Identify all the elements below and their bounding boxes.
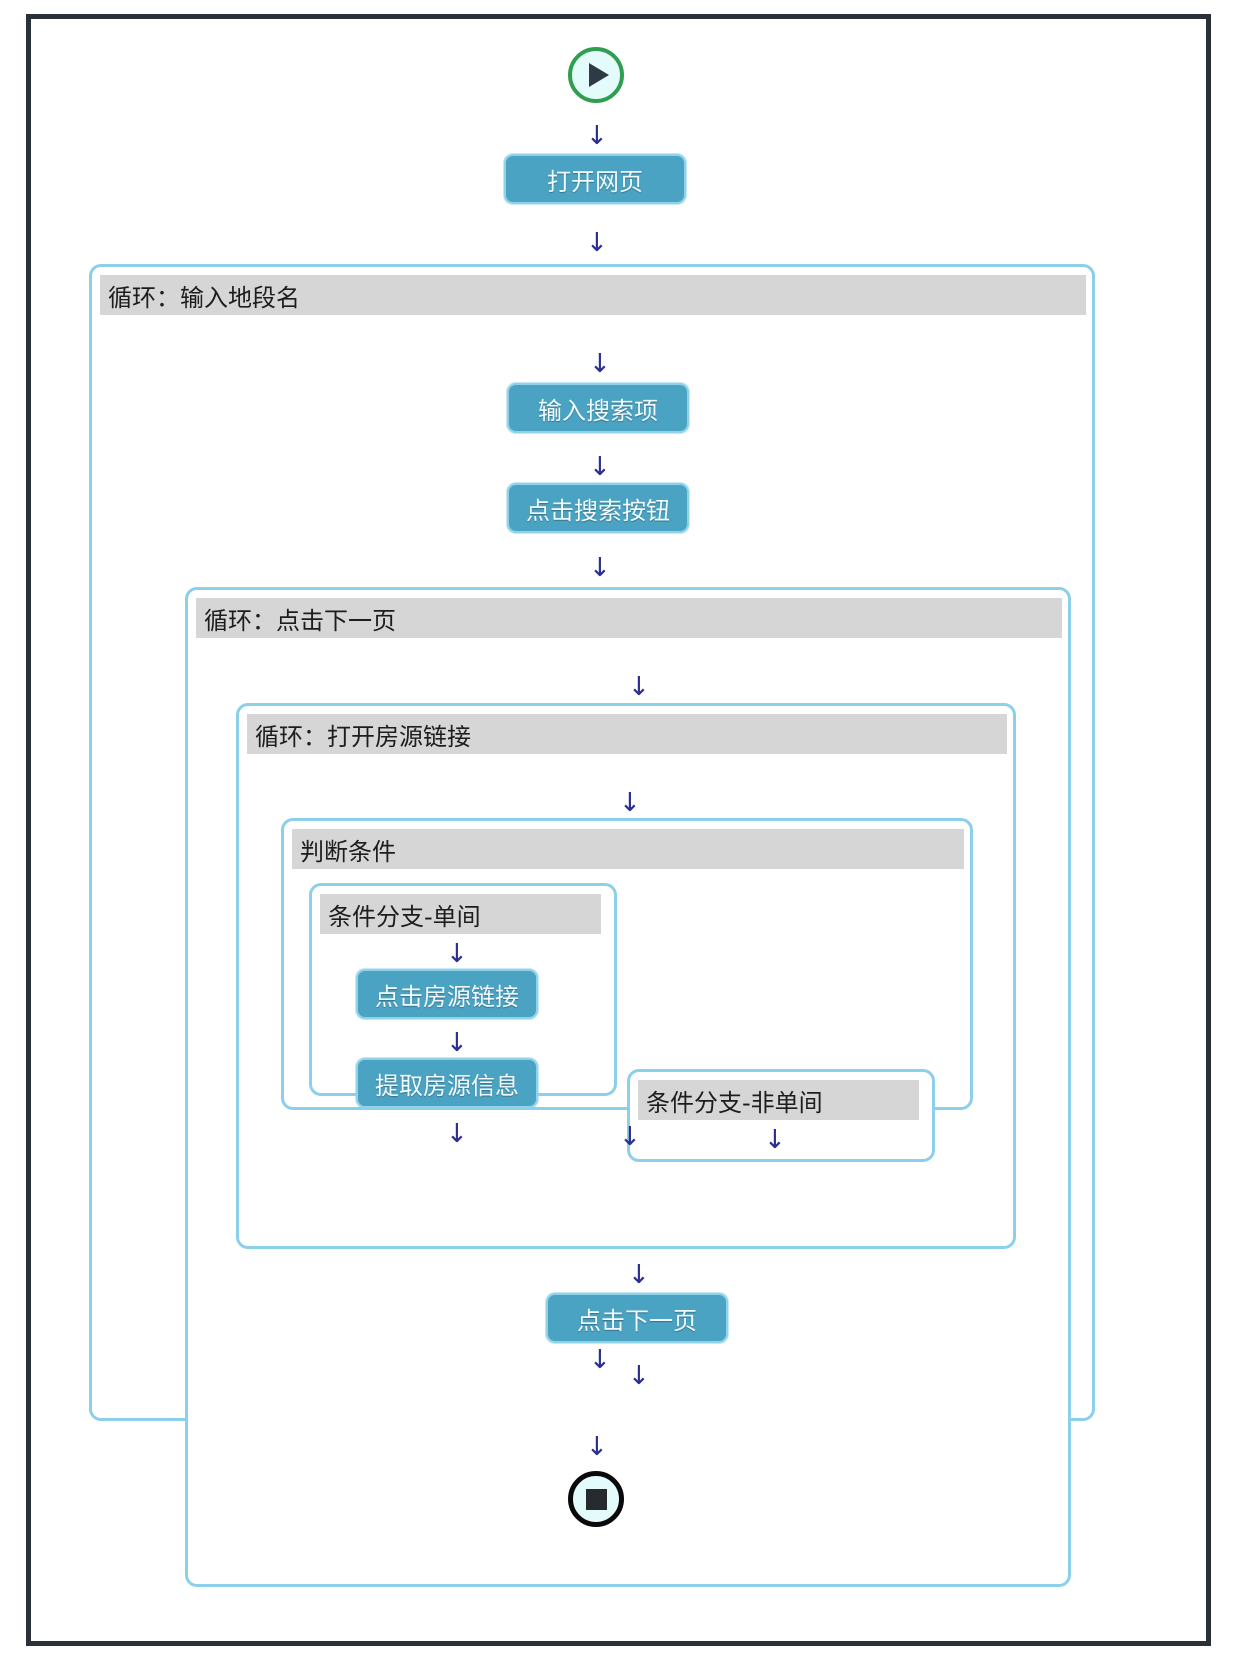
- condition-container[interactable]: 判断条件 条件分支-单间 ↓ 点击房源链接 ↓ 提取房源信息 ↓: [281, 818, 973, 1162]
- connector-arrow: ↓: [586, 1432, 608, 1462]
- start-node[interactable]: [568, 47, 624, 103]
- connector-arrow: ↓: [446, 1028, 468, 1058]
- loop-next-page-header: 循环：点击下一页: [196, 598, 1062, 638]
- stop-icon: [585, 1488, 607, 1510]
- connector-arrow: ↓: [589, 452, 611, 482]
- branch-single-container[interactable]: 条件分支-单间 ↓ 点击房源链接 ↓ 提取房源信息 ↓: [309, 883, 617, 1147]
- branch-non-single-container[interactable]: 条件分支-非单间 ↓: [627, 1069, 935, 1162]
- action-click-search[interactable]: 点击搜索按钮: [507, 483, 689, 533]
- branch-non-single-header: 条件分支-非单间: [638, 1080, 919, 1120]
- action-extract-info[interactable]: 提取房源信息: [356, 1058, 538, 1108]
- connector-arrow: ↓: [589, 349, 611, 379]
- branch-single-header: 条件分支-单间: [320, 894, 601, 934]
- diagram-canvas: ↓ 打开网页 ↓ 循环：输入地段名 ↓ 输入搜索项 ↓ 点击搜索按钮 ↓ 循环：…: [31, 19, 1206, 1641]
- connector-arrow: ↓: [446, 939, 468, 969]
- loop-open-listing-header: 循环：打开房源链接: [247, 714, 1007, 754]
- connector-arrow: ↓: [619, 788, 641, 818]
- connector-arrow: ↓: [446, 1119, 468, 1149]
- play-icon: [589, 63, 609, 87]
- connector-arrow: ↓: [589, 1345, 611, 1375]
- loop-district-header: 循环：输入地段名: [100, 275, 1086, 315]
- loop-open-listing-container[interactable]: 循环：打开房源链接 ↓ 判断条件 条件分支-单间 ↓ 点击房源链接: [236, 703, 1016, 1249]
- end-node[interactable]: [568, 1471, 624, 1527]
- connector-arrow: ↓: [586, 121, 608, 151]
- connector-arrow: ↓: [619, 1122, 641, 1152]
- loop-next-page-container[interactable]: 循环：点击下一页 ↓ 循环：打开房源链接 ↓ 判断条件 条件分支-单间: [185, 587, 1071, 1587]
- connector-arrow: ↓: [628, 672, 650, 702]
- action-open-page[interactable]: 打开网页: [504, 154, 686, 204]
- diagram-frame: ↓ 打开网页 ↓ 循环：输入地段名 ↓ 输入搜索项 ↓ 点击搜索按钮 ↓ 循环：…: [26, 14, 1211, 1646]
- loop-district-container[interactable]: 循环：输入地段名 ↓ 输入搜索项 ↓ 点击搜索按钮 ↓ 循环：点击下一页 ↓ 循…: [89, 264, 1095, 1587]
- connector-arrow: ↓: [628, 1361, 650, 1391]
- connector-arrow: ↓: [628, 1260, 650, 1290]
- condition-header: 判断条件: [292, 829, 964, 869]
- action-input-search[interactable]: 输入搜索项: [507, 383, 689, 433]
- connector-arrow: ↓: [586, 228, 608, 258]
- action-click-next-page[interactable]: 点击下一页: [546, 1293, 728, 1343]
- connector-arrow: ↓: [589, 553, 611, 583]
- connector-arrow: ↓: [764, 1125, 786, 1155]
- action-click-listing[interactable]: 点击房源链接: [356, 969, 538, 1019]
